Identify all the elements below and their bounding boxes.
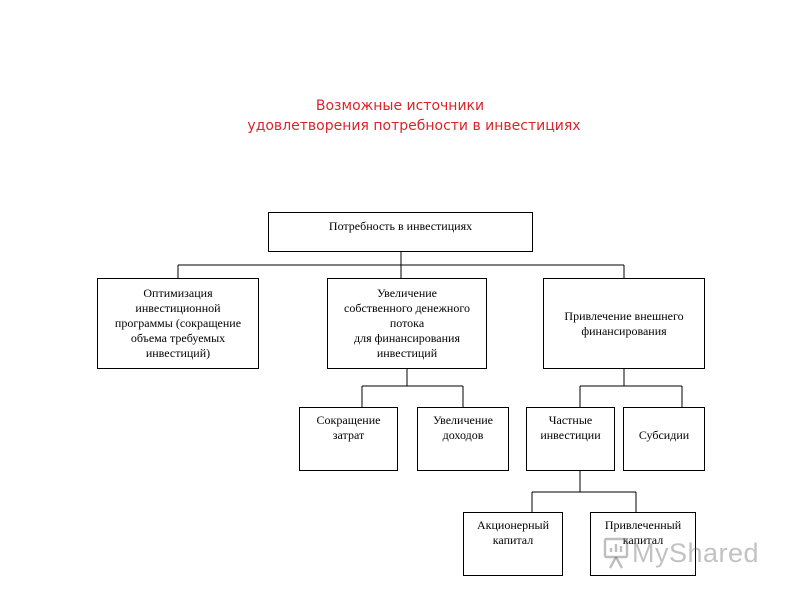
node-own-cash-flow: Увеличение собственного денежного потока… (327, 278, 487, 369)
diagram-title: Возможные источники удовлетворения потре… (0, 96, 800, 136)
title-line-1: Возможные источники (315, 98, 485, 114)
node-investment-need-line-1: Потребность в инвестициях (328, 219, 473, 233)
node-own-cash-flow-line-4: для финансирования (354, 331, 460, 345)
node-own-cash-flow-line-3: потока (389, 316, 425, 330)
myshared-watermark: MyShared (602, 536, 759, 570)
title-line-2: удовлетворения потребности в инвестициях (247, 118, 581, 134)
node-subsidies-line-1: Субсидии (638, 428, 690, 442)
node-own-cash-flow-line-2: собственного денежного (344, 301, 470, 315)
node-equity-capital-line-1: Акционерный (477, 518, 549, 532)
node-private-investments: Частные инвестиции (526, 407, 615, 471)
node-income-increase-line-1: Увеличение (432, 413, 493, 427)
node-program-optimization-line-1: Оптимизация (143, 286, 213, 300)
node-external-financing: Привлечение внешнего финансирования (543, 278, 705, 369)
node-external-financing-line-2: финансирования (581, 323, 667, 338)
node-own-cash-flow-line-5: инвестиций (376, 346, 438, 360)
node-program-optimization-line-4: объема требуемых (130, 331, 226, 345)
node-program-optimization: Оптимизация инвестиционной программы (со… (97, 278, 259, 369)
node-cost-reduction-line-2: затрат (332, 428, 365, 442)
node-cost-reduction-line-1: Сокращение (316, 413, 381, 427)
node-program-optimization-line-2: инвестиционной (135, 301, 221, 315)
node-income-increase-line-2: доходов (442, 428, 484, 442)
node-private-investments-line-1: Частные (548, 413, 593, 427)
node-borrowed-capital-line-1: Привлеченный (604, 518, 682, 532)
node-borrowed-capital: Привлеченный капитал (590, 512, 696, 576)
node-program-optimization-line-5: инвестиций) (145, 346, 211, 360)
presentation-board-icon (603, 537, 629, 569)
node-borrowed-capital-line-2: капитал (622, 533, 664, 547)
node-equity-capital: Акционерный капитал (463, 512, 563, 576)
node-program-optimization-line-3: программы (сокращение (114, 316, 242, 330)
node-subsidies: Субсидии (623, 407, 705, 471)
node-investment-need: Потребность в инвестициях (268, 212, 533, 252)
node-cost-reduction: Сокращение затрат (299, 407, 398, 471)
node-private-investments-line-2: инвестиции (540, 428, 601, 442)
node-own-cash-flow-line-1: Увеличение (376, 286, 437, 300)
node-external-financing-line-1: Привлечение внешнего (564, 308, 684, 323)
watermark-text: MyShared (632, 537, 760, 568)
node-equity-capital-line-2: капитал (492, 533, 534, 547)
node-income-increase: Увеличение доходов (417, 407, 509, 471)
